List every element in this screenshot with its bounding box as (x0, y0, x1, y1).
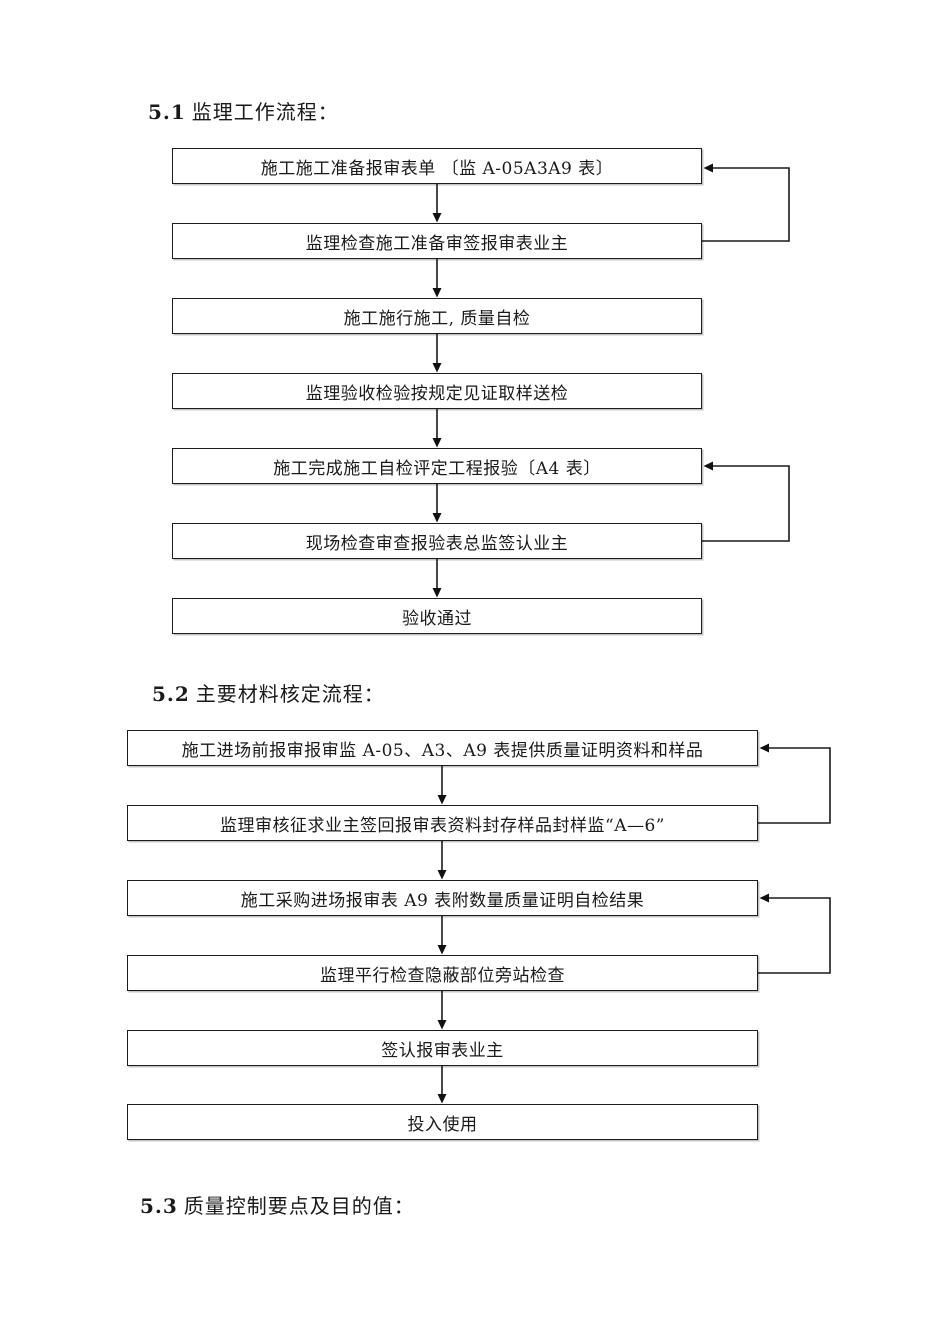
flow1-loop-arrow-icon (702, 163, 790, 542)
section-title: 质量控制要点及目的值： (183, 1194, 415, 1218)
flow1-box-1: 施工施工准备报审表单 〔监 A-05A3A9 表〕 (172, 148, 702, 184)
flow2-box-2: 监理审核征求业主签回报审表资料封存样品封样监“A—6” (127, 805, 758, 841)
flow2-box-6: 投入使用 (127, 1104, 758, 1140)
flow1-box-7: 验收通过 (172, 598, 702, 634)
flow2-box-3: 施工采购进场报审表 A9 表附数量质量证明自检结果 (127, 880, 758, 916)
flow2-box-1: 施工进场前报审报审监 A-05、A3、A9 表提供质量证明资料和样品 (127, 730, 758, 766)
flow1-box-2: 监理检查施工准备审签报审表业主 (172, 223, 702, 259)
flow1-box-6: 现场检查审查报验表总监签认业主 (172, 523, 702, 559)
flow1-box-3: 施工施行施工, 质量自检 (172, 298, 702, 334)
section-title: 主要材料核定流程： (195, 682, 385, 706)
flow1-box-5: 施工完成施工自检评定工程报验〔A4 表〕 (172, 448, 702, 484)
flow2-loop-arrow-icon (758, 743, 831, 974)
section-number: 5.1 (148, 100, 186, 124)
flow1-box-4: 监理验收检验按规定见证取样送检 (172, 373, 702, 409)
section-number: 5.3 (140, 1194, 178, 1218)
section-title: 监理工作流程： (191, 100, 339, 124)
flow2-box-4: 监理平行检查隐蔽部位旁站检查 (127, 955, 758, 991)
flow2-box-5: 签认报审表业主 (127, 1030, 758, 1066)
section-number: 5.2 (152, 682, 190, 706)
